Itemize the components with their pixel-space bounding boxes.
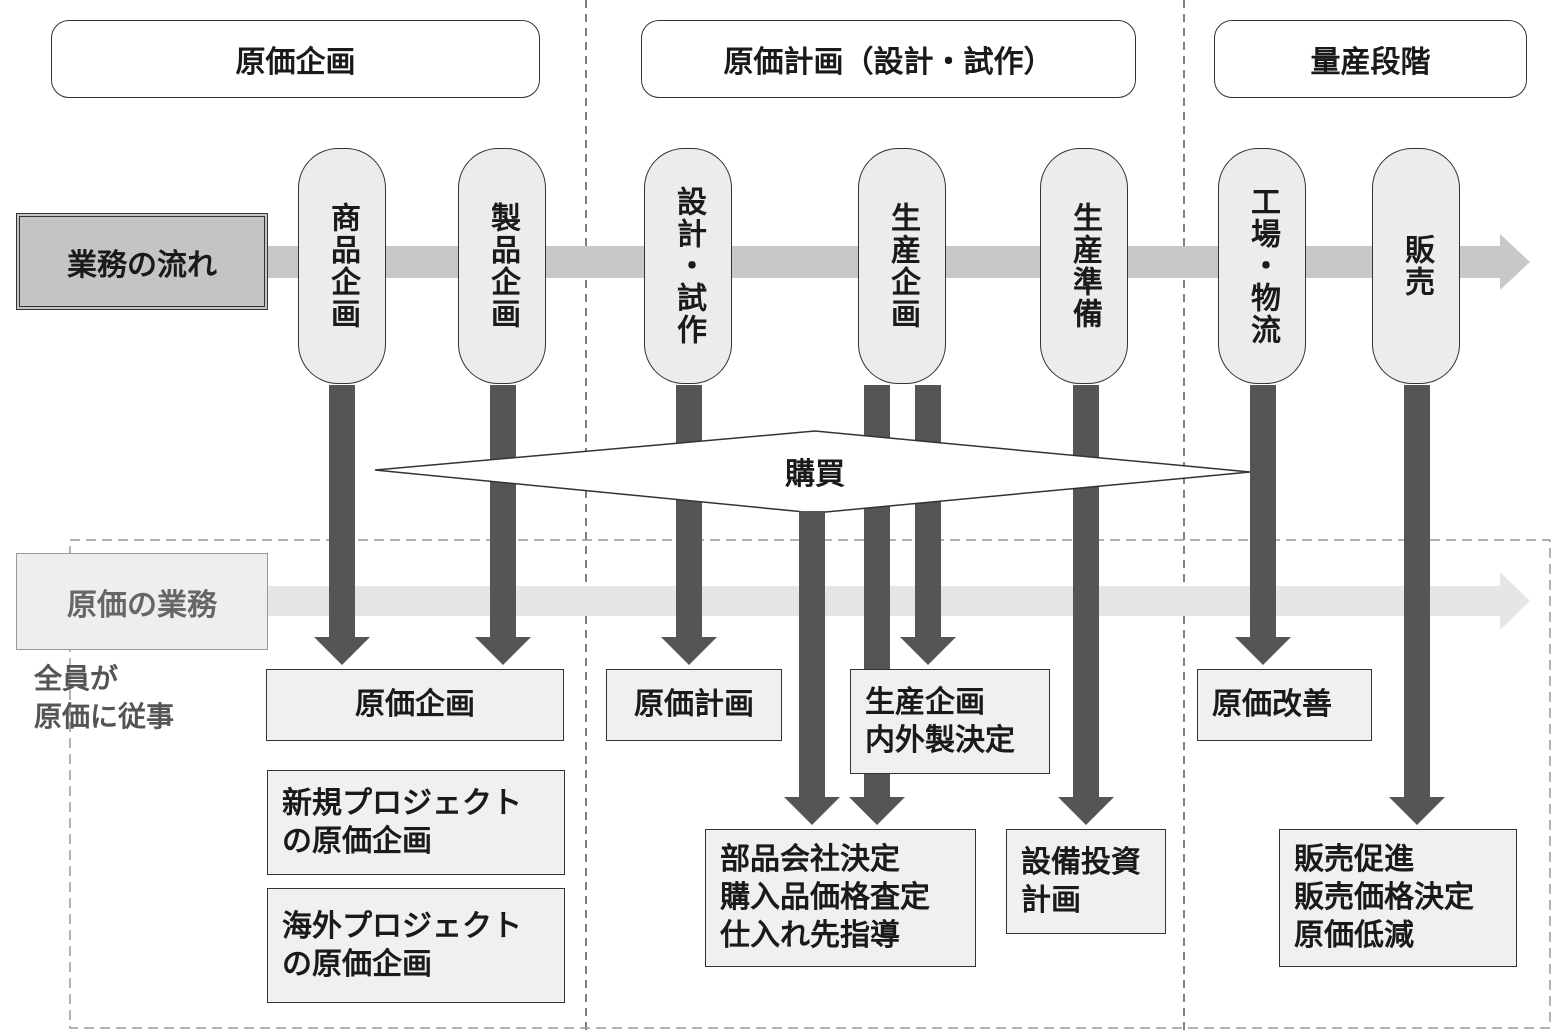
step-label: 商品企画 — [325, 202, 360, 330]
box-cost-planning: 原価企画 — [266, 669, 564, 741]
box-new-project-cost-planning: 新規プロジェクト の原価企画 — [267, 770, 565, 875]
arrow-productplan-to-cost-planning — [475, 385, 531, 665]
box-cost-plan: 原価計画 — [606, 669, 782, 741]
box-sales-promotion: 販売促進 販売価格決定 原価低減 — [1279, 829, 1517, 967]
box-overseas-project-cost-planning: 海外プロジェクト の原価企画 — [267, 888, 565, 1003]
step-design-prototype: 設計・試作 — [644, 148, 732, 384]
arrow-production-to-parts — [849, 385, 905, 825]
business-flow-label: 業務の流れ — [16, 213, 268, 310]
purchasing-diamond — [374, 430, 1251, 514]
step-label: 生産準備 — [1067, 202, 1102, 330]
arrow-production-to-inhouse — [900, 385, 956, 665]
phase-mass-production: 量産段階 — [1214, 20, 1527, 98]
cost-work-label: 原価の業務 — [16, 553, 268, 650]
box-equipment-investment: 設備投資 計画 — [1006, 829, 1166, 934]
box-production-planning-inhouse: 生産企画 内外製決定 — [850, 669, 1050, 774]
box-cost-improvement: 原価改善 — [1197, 669, 1372, 741]
step-label: 生産企画 — [885, 202, 920, 330]
cost-work-arrow — [268, 572, 1530, 630]
step-label: 製品企画 — [485, 202, 520, 330]
step-label: 販売 — [1399, 234, 1434, 298]
arrow-product-to-cost-planning — [314, 385, 370, 665]
phase-cost-planning: 原価企画 — [51, 20, 540, 98]
box-parts-company-decision: 部品会社決定 購入品価格査定 仕入れ先指導 — [705, 829, 976, 967]
everyone-involved-note: 全員が 原価に従事 — [34, 662, 175, 733]
phase-cost-plan-design: 原価計画（設計・試作） — [641, 20, 1136, 98]
arrow-factory-to-improvement — [1235, 385, 1291, 665]
step-product-design-planning: 製品企画 — [458, 148, 546, 384]
step-label: 設計・試作 — [671, 186, 706, 346]
step-production-preparation: 生産準備 — [1040, 148, 1128, 384]
arrow-sales-to-promotion — [1389, 385, 1445, 825]
step-sales: 販売 — [1372, 148, 1460, 384]
step-label: 工場・物流 — [1245, 186, 1280, 346]
step-product-planning: 商品企画 — [298, 148, 386, 384]
arrow-prep-to-equipment — [1058, 385, 1114, 825]
arrow-purchasing-to-parts — [784, 511, 840, 825]
arrow-design-to-cost-plan — [661, 385, 717, 665]
purchasing-label: 購買 — [785, 457, 845, 492]
step-factory-logistics: 工場・物流 — [1218, 148, 1306, 384]
step-production-planning: 生産企画 — [858, 148, 946, 384]
